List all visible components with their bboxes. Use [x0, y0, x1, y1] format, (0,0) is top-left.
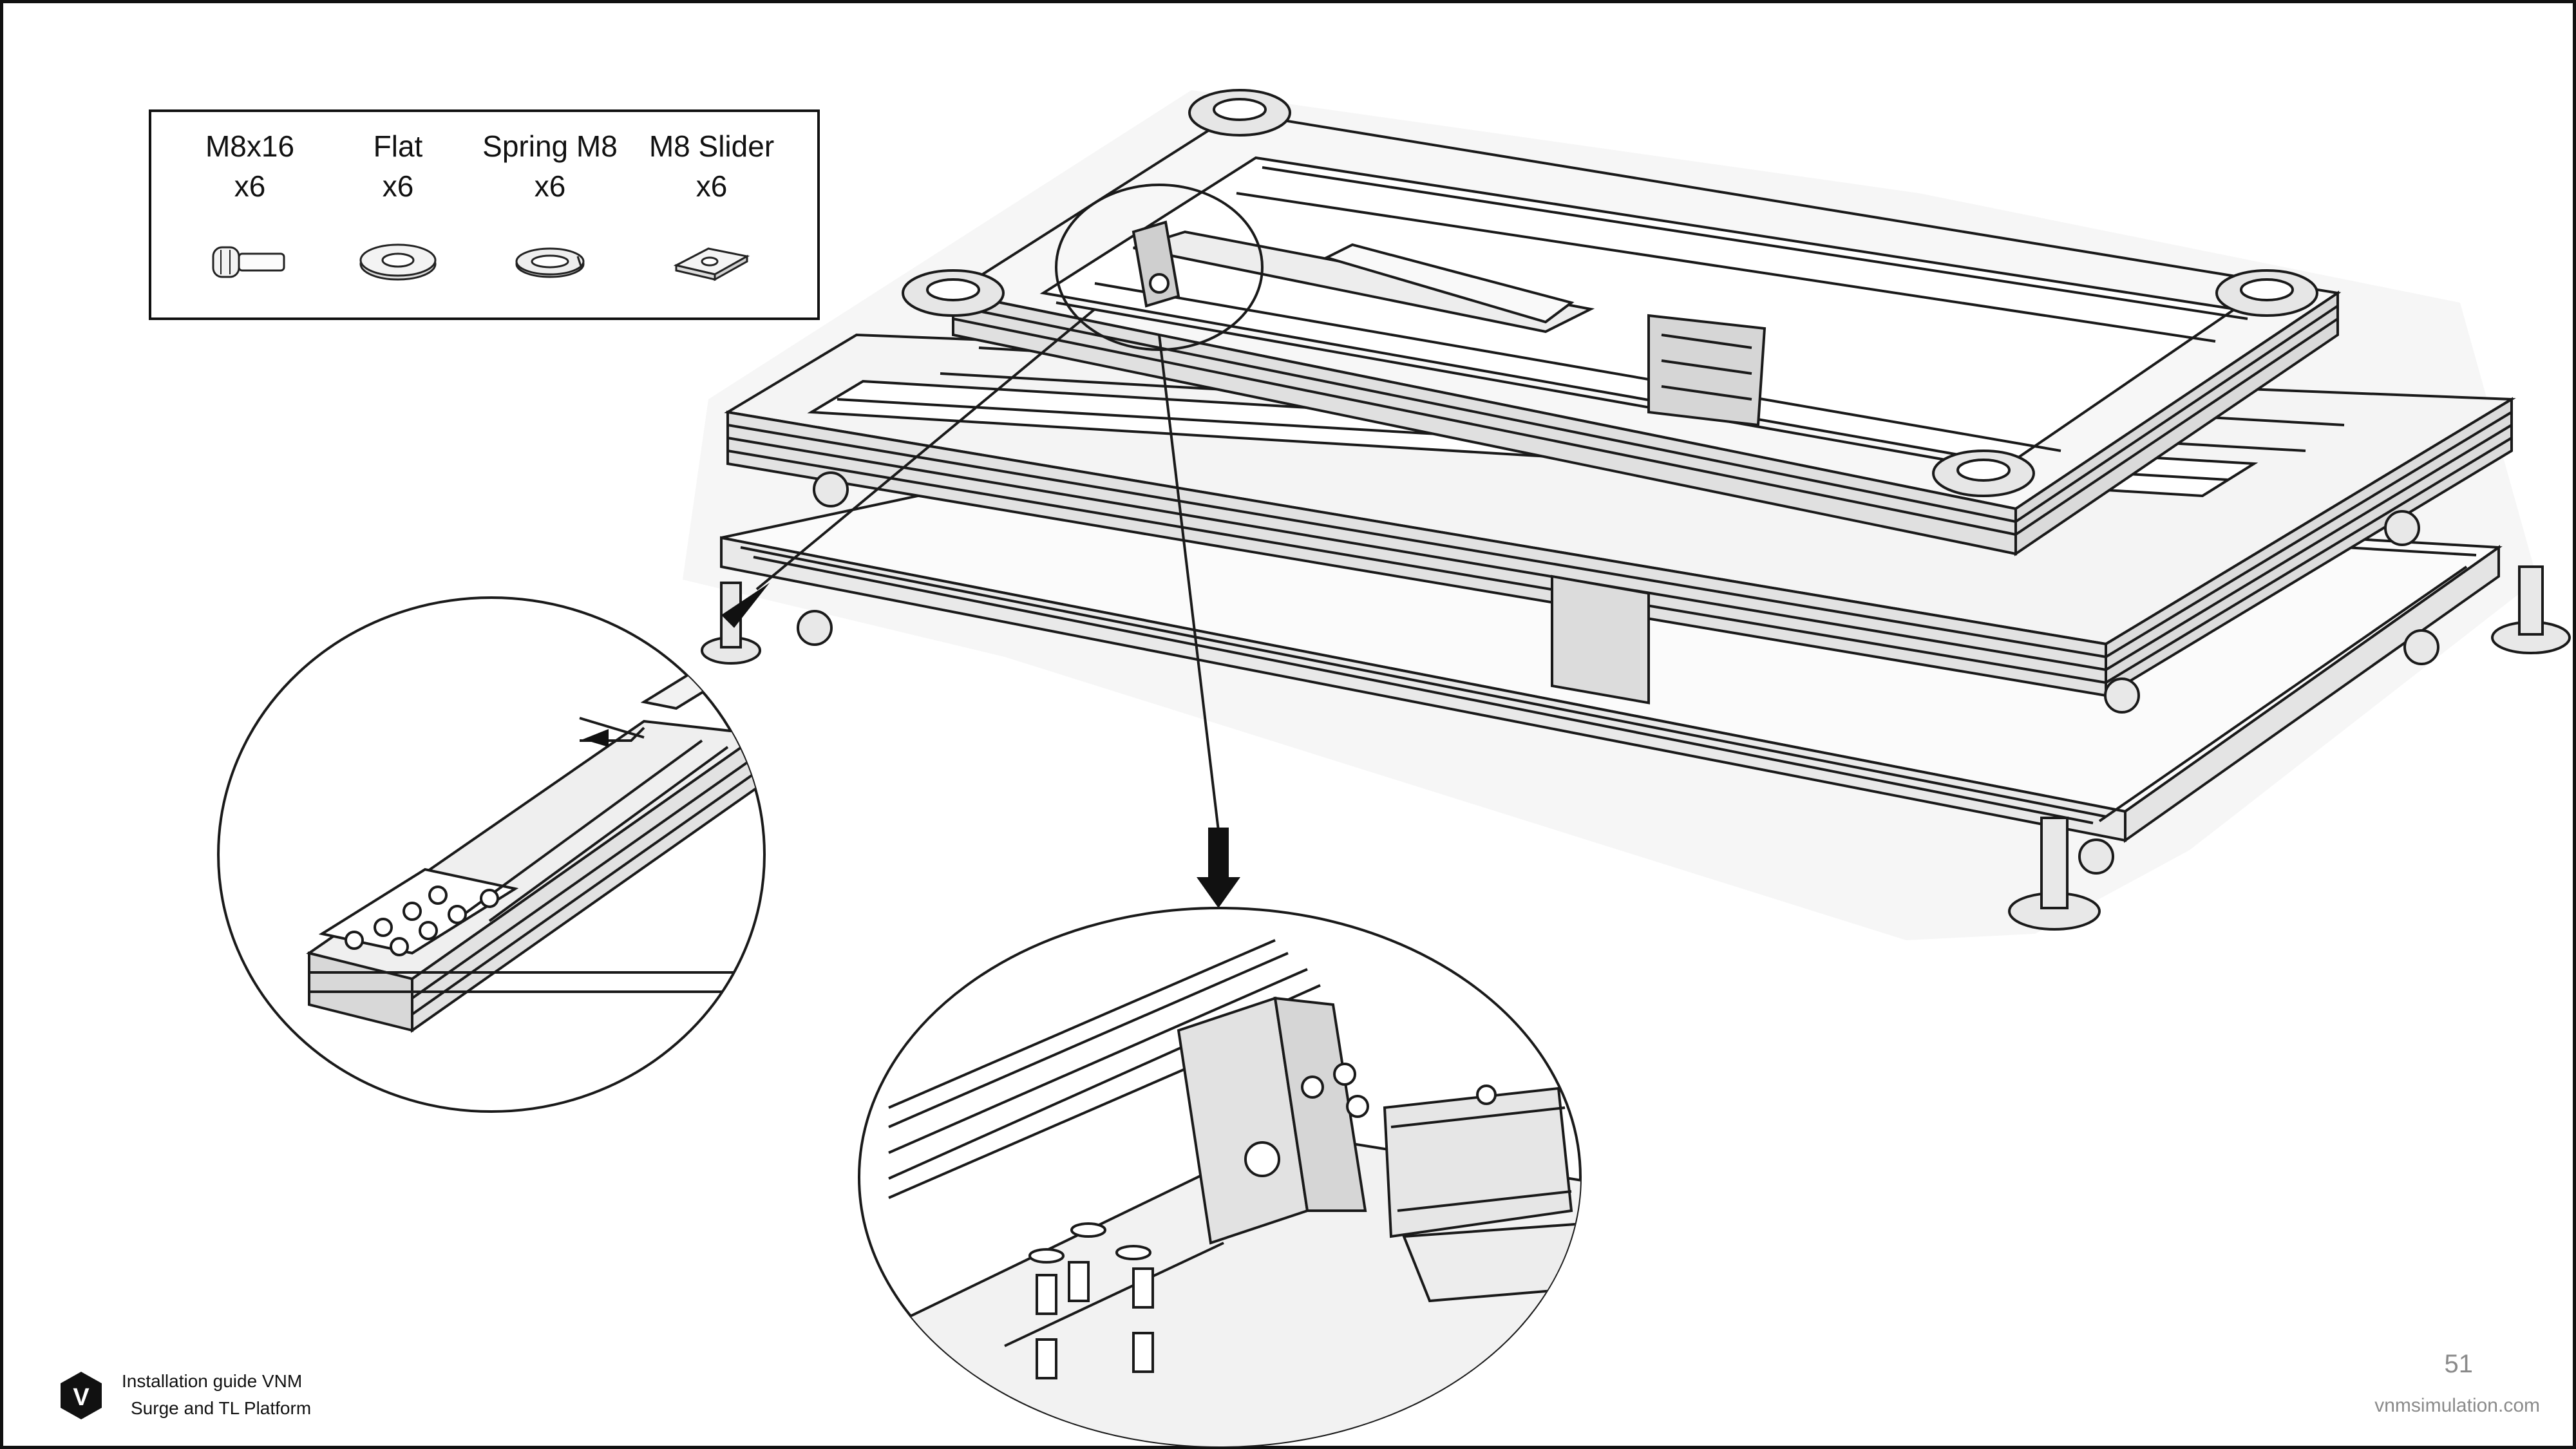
part-bolt: M8x16 x6 — [179, 126, 321, 278]
corner-pads — [902, 89, 2318, 497]
flat-washer-icon — [359, 243, 437, 281]
logo-letter: V — [73, 1384, 90, 1411]
part-spring-washer: Spring M8 x6 — [479, 126, 621, 278]
slider-nut-icon — [673, 247, 750, 281]
left-detail — [217, 596, 766, 1113]
leader-lines — [755, 308, 1220, 831]
arrow-bottom — [1197, 877, 1240, 908]
part-qty: x6 — [382, 169, 414, 203]
arrow-bottom-stem — [1208, 828, 1229, 879]
part-qty: x6 — [234, 169, 266, 203]
actuator — [1132, 220, 1766, 705]
bottom-detail — [858, 907, 1582, 1448]
arrow-left — [721, 583, 770, 628]
parts-list: M8x16 x6 Flat x6 Spring M8 x6 M8 Slider … — [149, 109, 820, 320]
part-qty: x6 — [534, 169, 566, 203]
top-frame — [949, 111, 2342, 556]
guide-line-1: Installation guide VNM — [122, 1371, 303, 1391]
bolt-icon — [212, 246, 285, 278]
part-slider: M8 Slider x6 — [641, 126, 782, 281]
spring-washer-icon — [515, 247, 585, 278]
part-name: Flat — [373, 129, 423, 163]
part-name: M8x16 — [205, 129, 295, 163]
page-number: 51 — [2444, 1350, 2474, 1378]
callout-circle — [1055, 184, 1264, 351]
direction-arrow — [583, 729, 609, 747]
guide-line-2: Surge and TL Platform — [131, 1398, 312, 1418]
part-qty: x6 — [696, 169, 728, 203]
website-url[interactable]: vnmsimulation.com — [2374, 1395, 2540, 1416]
part-name: Spring M8 — [482, 129, 618, 163]
part-flat-washer: Flat x6 — [327, 126, 469, 281]
guide-title: Installation guide VNM Surge and TL Plat… — [122, 1368, 311, 1422]
part-name: M8 Slider — [649, 129, 775, 163]
vnm-logo-icon: V — [61, 1372, 102, 1419]
